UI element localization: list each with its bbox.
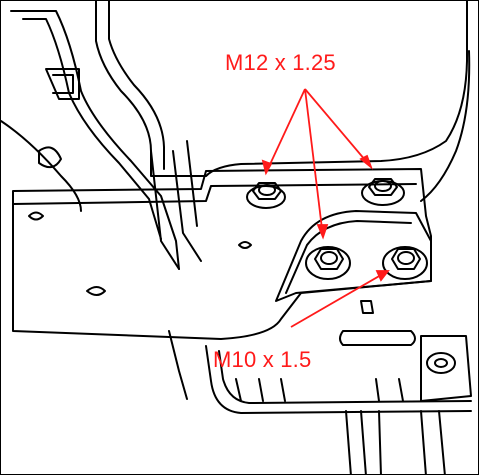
plate-hole-mid — [238, 241, 252, 249]
channel-column-back — [186, 140, 198, 227]
bottom-post-5 — [438, 410, 446, 474]
upper-bolts-size-label: M12 x 1.25 — [225, 50, 336, 75]
plate-slot-left-1 — [28, 211, 44, 221]
lower-rib-5 — [398, 378, 404, 402]
lower-small-tab — [360, 300, 374, 314]
left-panel-outline — [10, 10, 180, 270]
bottom-post-1 — [345, 410, 352, 474]
left-latch-inner — [52, 74, 74, 94]
bottom-post-2 — [360, 410, 367, 474]
lower-bolts-size-label: M10 x 1.5 — [213, 347, 312, 372]
raised-bracket-outline — [275, 210, 432, 302]
left-keyhole — [38, 146, 62, 169]
left-panel-edge — [1, 120, 82, 212]
channel-column-left — [150, 150, 180, 270]
upper-bolt-right — [361, 178, 405, 206]
upper-housing-inner-line — [108, 1, 165, 170]
main-plate-outline — [12, 168, 432, 340]
lower-bolt-right — [382, 246, 428, 280]
left-panel-inner — [22, 18, 162, 240]
upper-housing-right-curve — [420, 50, 471, 202]
left-latch — [45, 68, 80, 100]
lower-rib-3 — [280, 378, 286, 402]
lower-rib-1 — [235, 378, 242, 402]
raised-bracket-inner — [285, 220, 412, 294]
lower-frame-rail-inner — [218, 350, 472, 404]
upper-housing-outline — [95, 1, 468, 177]
main-plate-top-edge — [12, 183, 417, 205]
bottom-post-3 — [378, 410, 382, 474]
lower-bolt-left — [305, 246, 351, 280]
upper-bolt-left — [246, 182, 286, 209]
plate-slot-left-2 — [86, 286, 106, 296]
lower-frame-left-leg — [168, 330, 188, 400]
lower-frame-rail — [205, 345, 472, 414]
lower-rib-2 — [258, 378, 264, 402]
right-clamp-bolt — [426, 352, 456, 374]
bottom-post-4 — [420, 410, 427, 474]
lower-slot — [339, 330, 416, 346]
callout-leader-lines — [261, 88, 390, 328]
channel-column-right — [172, 150, 202, 262]
lower-rib-4 — [375, 378, 380, 402]
right-clamp-outline — [420, 335, 472, 402]
